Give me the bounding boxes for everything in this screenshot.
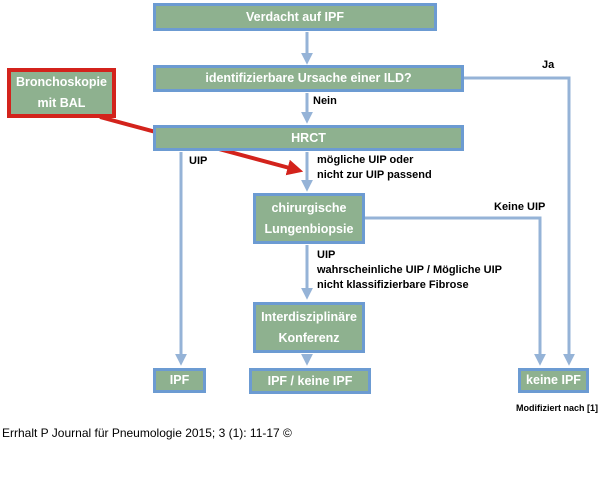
node-label-line1: Bronchoskopie xyxy=(16,75,107,89)
citation-text: Errhalt P Journal für Pneumologie 2015; … xyxy=(2,426,292,440)
node-ipf-oder-keine-ipf: IPF / keine IPF xyxy=(249,368,371,394)
edge-label-biopsie-ergebnis: UIP wahrscheinliche UIP / Mögliche UIP n… xyxy=(317,248,502,293)
footnote-modifiziert-nach: Modifiziert nach [1] xyxy=(515,403,598,413)
node-hrct: HRCT xyxy=(153,125,464,151)
edge-label-line2: wahrscheinliche UIP / Mögliche UIP xyxy=(317,264,503,276)
node-keine-ipf: keine IPF xyxy=(518,368,589,393)
edge-label-uip: UIP xyxy=(189,155,208,167)
node-ipf: IPF xyxy=(153,368,206,393)
edge-label-line1: UIP xyxy=(317,249,336,261)
edge-label-line2: nicht zur UIP passend xyxy=(317,169,432,181)
node-label: IPF / keine IPF xyxy=(267,373,353,388)
edge-label-line3: nicht klassifizierbare Fibrose xyxy=(317,279,469,291)
edge-label-nein: Nein xyxy=(313,95,337,107)
node-label-line2: Lungenbiopsie xyxy=(264,221,354,236)
edge-label-ja: Ja xyxy=(542,59,555,71)
edge-label-keine-uip: Keine UIP xyxy=(494,201,546,213)
node-label-line1: chirurgische xyxy=(271,200,347,215)
node-label-line2: Konferenz xyxy=(278,330,340,345)
node-bronchoskopie-mit-bal: Bronchoskopie mit BAL xyxy=(7,68,116,118)
node-label: IPF xyxy=(169,373,190,387)
edge-keine-uip-to-keine-ipf xyxy=(365,216,546,366)
node-chirurgische-lungenbiopsie: chirurgische Lungenbiopsie xyxy=(253,193,365,244)
node-label: keine IPF xyxy=(526,373,581,387)
node-identifizierbare-ursache: identifizierbare Ursache einer ILD? xyxy=(153,65,464,92)
node-label-line2: mit BAL xyxy=(37,96,86,110)
node-interdisziplinaere-konferenz: Interdisziplinäre Konferenz xyxy=(253,302,365,353)
edge-label-line1: mögliche UIP oder xyxy=(317,154,414,166)
node-label: Verdacht auf IPF xyxy=(246,9,344,24)
edge-label-moegliche-uip: mögliche UIP oder nicht zur UIP passend xyxy=(317,153,432,183)
node-label-line1: Interdisziplinäre xyxy=(261,309,357,324)
node-label: HRCT xyxy=(291,130,326,145)
node-label: identifizierbare Ursache einer ILD? xyxy=(205,71,412,85)
edge-ja-to-keine-ipf xyxy=(464,76,575,366)
node-verdacht-auf-ipf: Verdacht auf IPF xyxy=(153,3,437,31)
